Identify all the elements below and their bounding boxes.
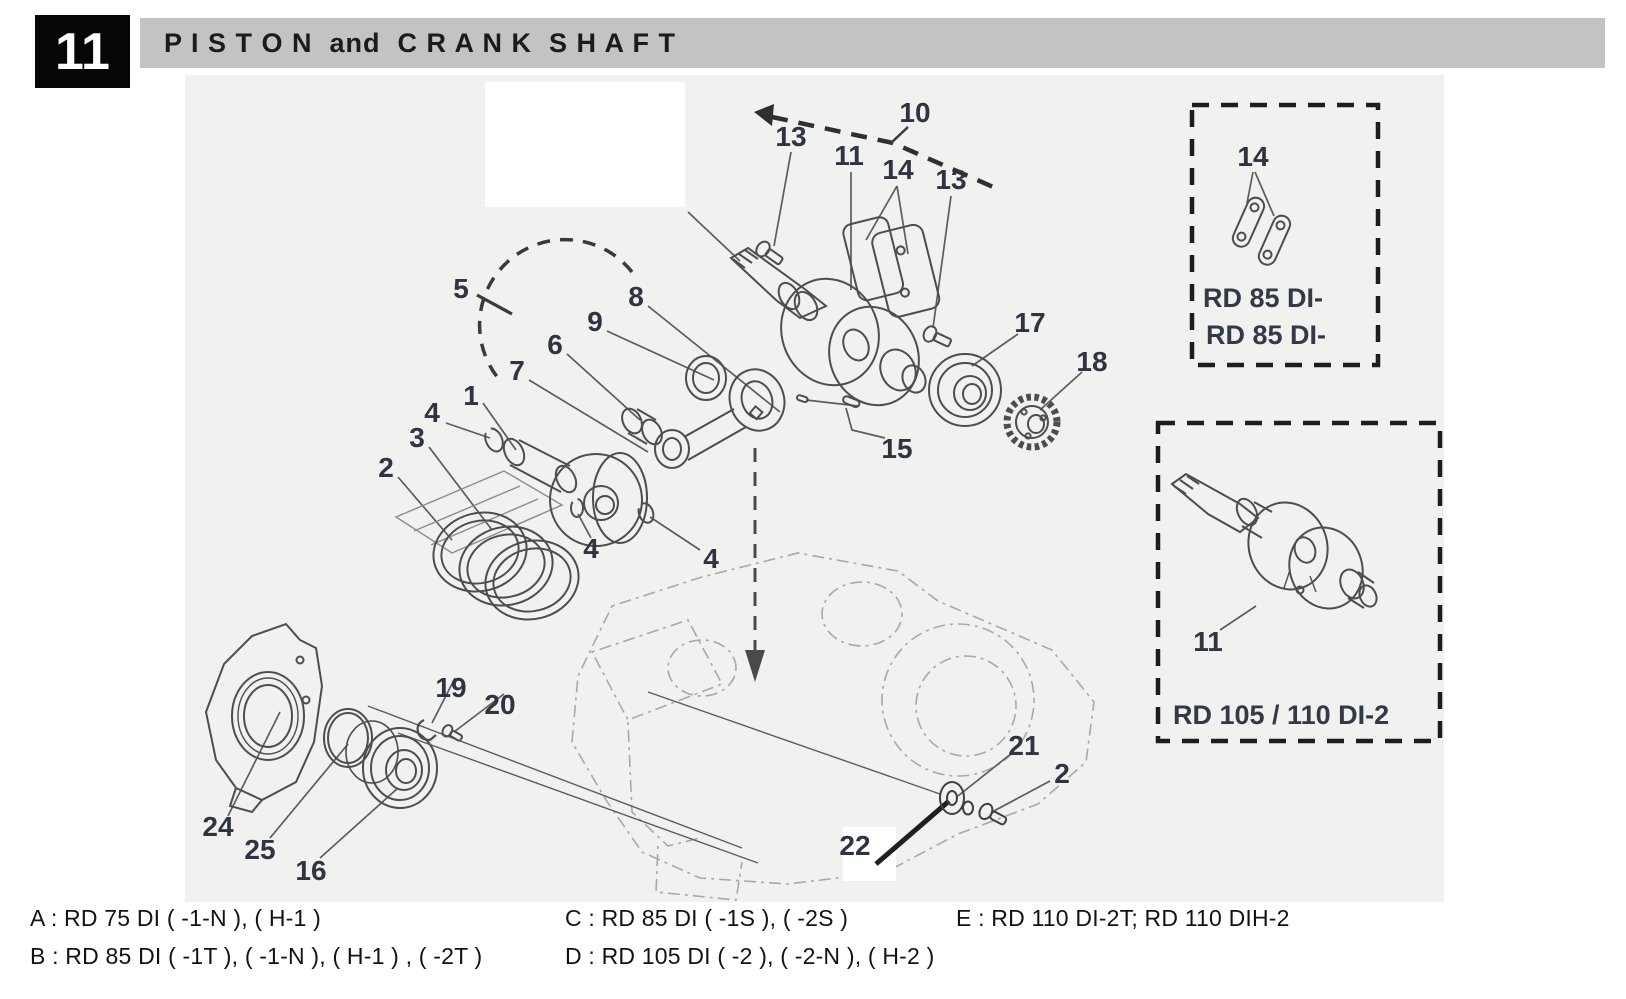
piston-group-drawing <box>394 355 786 621</box>
assembly-direction-arrow <box>745 448 765 682</box>
applicability-line-c: C : RD 85 DI ( -1S ), ( -2S ) <box>565 905 849 931</box>
section-number: 11 <box>55 22 110 81</box>
bearing-cover-group-drawing <box>204 622 464 814</box>
inset-box-borders <box>1155 102 1443 744</box>
group-bracket-10 <box>754 104 1001 193</box>
applicability-line-e: E : RD 110 DI-2T; RD 110 DIH-2 <box>956 905 1290 931</box>
inset-rd85-label-line1: RD 85 DI- <box>1203 283 1324 313</box>
crankshaft-assembly-drawing <box>729 216 1061 451</box>
applicability-line-b: B : RD 85 DI ( -1T ), ( -1-N ), ( H-1 ) … <box>30 943 483 969</box>
inset-rd105-crankshaft-drawing <box>1170 472 1378 610</box>
stud-hardware-drawing <box>874 781 1008 866</box>
page-title: P I S T O N and C R A N K S H A F T <box>164 27 677 58</box>
crankcase-phantom-drawing <box>571 552 1095 901</box>
section-number-box: 11 <box>35 15 130 88</box>
callout-leader-lines <box>227 151 1275 864</box>
inset-rd85-links-drawing <box>1231 196 1292 266</box>
page-title-bar: P I S T O N and C R A N K S H A F T <box>140 18 1605 68</box>
inset-rd105-label: RD 105 / 110 DI-2 <box>1173 700 1390 730</box>
applicability-line-a: A : RD 75 DI ( -1-N ), ( H-1 ) <box>30 905 321 931</box>
diagram-background <box>185 75 1444 902</box>
inset-rd85-label-line2: RD 85 DI- <box>1206 320 1327 350</box>
applicability-line-d: D : RD 105 DI ( -2 ), ( -2-N ), ( H-2 ) <box>565 943 935 969</box>
